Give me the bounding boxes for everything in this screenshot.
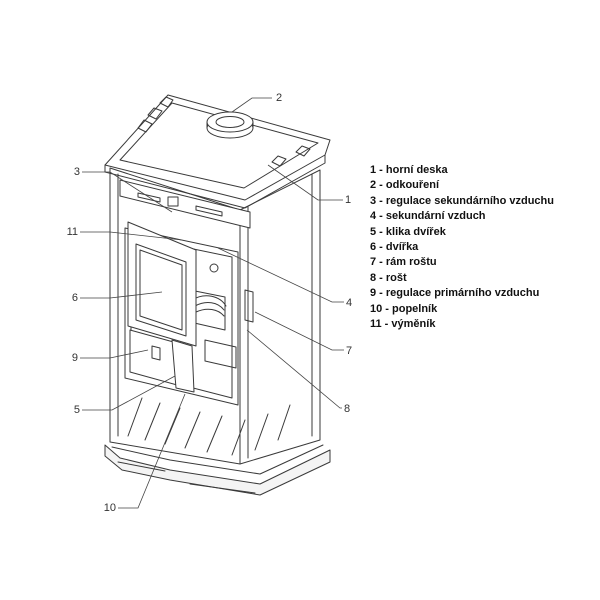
legend-item-2: 2 - odkouření bbox=[370, 179, 440, 192]
base-plate bbox=[104, 444, 331, 496]
leader-1 bbox=[267, 164, 343, 201]
ash-pan-door bbox=[129, 329, 195, 393]
legend-item-9: 9 - regulace primárního vzduchu bbox=[370, 287, 540, 300]
callout-number-2: 2 bbox=[276, 92, 282, 104]
leader-9 bbox=[80, 349, 149, 359]
leader-3 bbox=[82, 171, 173, 213]
legend-item-8: 8 - rošt bbox=[370, 271, 407, 284]
legend-item-10: 10 - popelník bbox=[370, 302, 438, 315]
legend-item-5: 5 - klika dvířek bbox=[370, 225, 446, 238]
callout-number-6: 6 bbox=[72, 292, 78, 304]
leader-6 bbox=[80, 291, 163, 299]
secondary-air-strip bbox=[119, 179, 251, 229]
legend-item-3: 3 - regulace sekundárního vzduchu bbox=[370, 194, 554, 207]
callout-number-4: 4 bbox=[346, 297, 352, 309]
leader-8 bbox=[246, 329, 342, 409]
leader-2 bbox=[231, 97, 272, 113]
door bbox=[127, 221, 197, 347]
legend-item-1: 1 - horní deska bbox=[370, 164, 448, 176]
parts-legend: 1 - horní deska 2 - odkouření 3 - regula… bbox=[370, 163, 598, 332]
callout-number-7: 7 bbox=[346, 345, 352, 357]
callout-numbers: 1 2 3 4 5 6 7 8 9 10 11 bbox=[67, 92, 353, 514]
callout-number-10: 10 bbox=[104, 502, 116, 514]
leader-lines bbox=[80, 97, 344, 509]
legend-item-4: 4 - sekundární vzduch bbox=[370, 210, 486, 223]
callout-number-5: 5 bbox=[74, 404, 80, 416]
top-plate bbox=[104, 94, 331, 209]
leader-4 bbox=[217, 247, 344, 303]
leader-11 bbox=[80, 231, 183, 241]
leader-10 bbox=[118, 393, 186, 509]
leader-5 bbox=[82, 375, 176, 411]
callout-number-3: 3 bbox=[74, 166, 80, 178]
callout-number-11: 11 bbox=[67, 226, 78, 238]
legend-item-7: 7 - rám roštu bbox=[370, 256, 437, 269]
legend-item-11: 11 - výměník bbox=[370, 318, 436, 331]
callout-number-9: 9 bbox=[72, 352, 78, 364]
callout-number-1: 1 bbox=[345, 194, 351, 206]
flue-collar bbox=[206, 111, 254, 139]
legend-item-6: 6 - dvířka bbox=[370, 241, 419, 254]
callout-number-8: 8 bbox=[344, 403, 350, 415]
floor-slats bbox=[127, 397, 291, 456]
leader-7 bbox=[254, 311, 344, 351]
